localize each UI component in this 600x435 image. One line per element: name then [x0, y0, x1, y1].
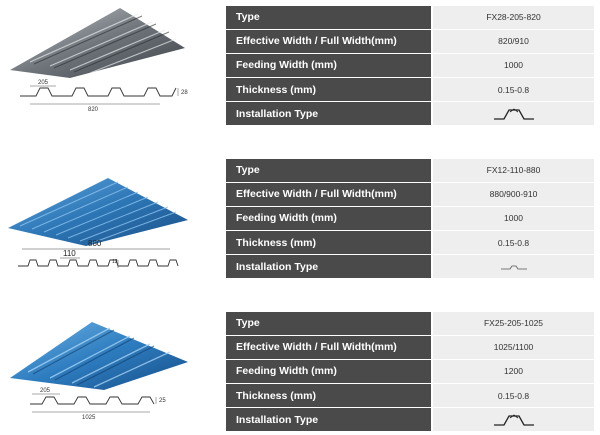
spec-row-type: Type FX25-205-1025 — [226, 312, 594, 335]
label-type: Type — [226, 159, 431, 182]
spec-row-installation: Installation Type — [226, 102, 594, 125]
spec-table: Type FX28-205-820 Effective Width / Full… — [226, 6, 594, 125]
label-feeding: Feeding Width (mm) — [226, 360, 431, 383]
spec-row-installation: Installation Type — [226, 408, 594, 431]
value-feeding: 1200 — [433, 360, 594, 383]
dim-total: 880 — [88, 239, 102, 248]
spec-row-thickness: Thickness (mm) 0.15-0.8 — [226, 231, 594, 254]
label-type: Type — [226, 6, 431, 29]
roof-sheet-illustration: 205 1025 25 — [10, 322, 188, 421]
dim-total: 820 — [88, 107, 99, 113]
value-installation — [433, 102, 594, 125]
value-type: FX25-205-1025 — [433, 312, 594, 335]
spec-row-type: Type FX12-110-880 — [226, 159, 594, 182]
label-thickness: Thickness (mm) — [226, 384, 431, 407]
value-width: 820/910 — [433, 30, 594, 53]
label-feeding: Feeding Width (mm) — [226, 54, 431, 77]
label-feeding: Feeding Width (mm) — [226, 207, 431, 230]
roof-sheet-illustration: 880 110 12 — [8, 178, 188, 268]
spec-table: Type FX25-205-1025 Effective Width / Ful… — [226, 312, 594, 431]
value-thickness: 0.15-0.8 — [433, 78, 594, 101]
label-thickness: Thickness (mm) — [226, 231, 431, 254]
label-installation: Installation Type — [226, 255, 431, 278]
small-rib-icon — [500, 265, 527, 270]
value-thickness: 0.15-0.8 — [433, 231, 594, 254]
value-installation — [433, 408, 594, 431]
dim-height: 12 — [112, 259, 118, 265]
value-width: 880/900-910 — [433, 183, 594, 206]
spec-row-installation: Installation Type — [226, 255, 594, 278]
label-thickness: Thickness (mm) — [226, 78, 431, 101]
dim-pitch: 205 — [40, 388, 51, 394]
value-feeding: 1000 — [433, 207, 594, 230]
dim-pitch: 205 — [38, 80, 49, 86]
label-installation: Installation Type — [226, 408, 431, 431]
spec-row-feeding: Feeding Width (mm) 1000 — [226, 54, 594, 77]
spec-row-width: Effective Width / Full Width(mm) 820/910 — [226, 30, 594, 53]
spec-row-type: Type FX28-205-820 — [226, 6, 594, 29]
value-thickness: 0.15-0.8 — [433, 384, 594, 407]
dim-height: 28 — [181, 90, 188, 96]
label-installation: Installation Type — [226, 102, 431, 125]
value-type: FX28-205-820 — [433, 6, 594, 29]
dim-height: 25 — [159, 398, 166, 404]
dim-pitch: 110 — [63, 249, 76, 258]
label-width: Effective Width / Full Width(mm) — [226, 336, 431, 359]
value-installation — [433, 255, 594, 278]
value-type: FX12-110-880 — [433, 159, 594, 182]
trapezoid-rib-icon — [493, 108, 534, 120]
spec-row-feeding: Feeding Width (mm) 1200 — [226, 360, 594, 383]
spec-table: Type FX12-110-880 Effective Width / Full… — [226, 159, 594, 278]
spec-row-thickness: Thickness (mm) 0.15-0.8 — [226, 78, 594, 101]
spec-row-width: Effective Width / Full Width(mm) 1025/11… — [226, 336, 594, 359]
label-width: Effective Width / Full Width(mm) — [226, 183, 431, 206]
spec-row-thickness: Thickness (mm) 0.15-0.8 — [226, 384, 594, 407]
spec-row-width: Effective Width / Full Width(mm) 880/900… — [226, 183, 594, 206]
trapezoid-rib-icon — [493, 414, 534, 426]
value-width: 1025/1100 — [433, 336, 594, 359]
dim-total: 1025 — [82, 415, 96, 421]
label-width: Effective Width / Full Width(mm) — [226, 30, 431, 53]
value-feeding: 1000 — [433, 54, 594, 77]
label-type: Type — [226, 312, 431, 335]
spec-row-feeding: Feeding Width (mm) 1000 — [226, 207, 594, 230]
roof-sheet-illustration: 205 820 28 — [10, 8, 188, 113]
